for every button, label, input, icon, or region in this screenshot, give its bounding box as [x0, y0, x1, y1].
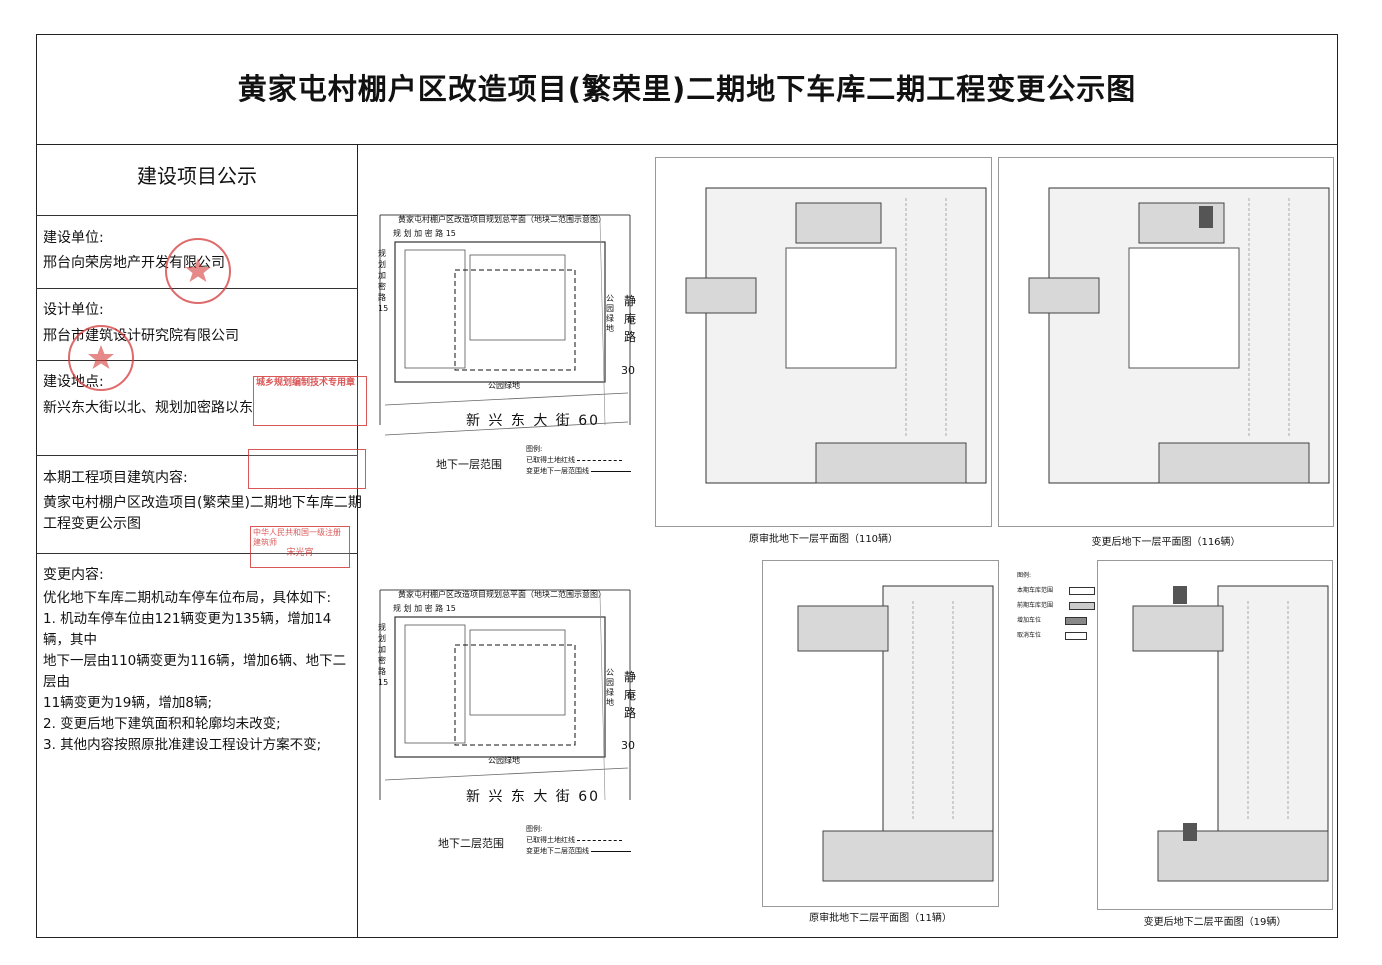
- caption-b1-changed: 变更后地下一层平面图（116辆）: [1091, 537, 1241, 548]
- site-plan-drawing: [379, 214, 631, 436]
- floorplan-b2-changed: [1097, 560, 1333, 910]
- divider: [36, 215, 358, 216]
- scope-label: 地下二层范围: [438, 837, 504, 850]
- floorplan-b1-changed: [998, 157, 1334, 527]
- stamp-name: 宋光宵: [286, 548, 314, 558]
- content-label: 本期工程项目建筑内容:: [43, 470, 188, 486]
- divider: [36, 360, 358, 361]
- legend-item: 已取得土地红线: [526, 455, 631, 466]
- caption-b2-original: 原审批地下二层平面图（11辆）: [809, 913, 952, 924]
- site-plan-bottom: [360, 585, 642, 810]
- legend-title: 图例:: [1017, 572, 1032, 579]
- designer-seal: [68, 325, 134, 391]
- site-legend: 图例: 已取得土地红线 变更地下一层范围线: [526, 444, 632, 477]
- company-seal: [165, 238, 231, 304]
- architect-stamp: 中华人民共和国一级注册建筑师 宋光宵: [250, 526, 350, 568]
- legend-item: 变更地下二层范围线: [526, 846, 632, 857]
- legend-item: 取消车位: [1017, 628, 1095, 643]
- divider: [36, 455, 358, 456]
- caption-b2-changed: 变更后地下二层平面图（19辆）: [1143, 917, 1287, 928]
- content-value-line2: 工程变更公示图: [43, 516, 141, 532]
- park-label: 公园绿地: [488, 381, 520, 390]
- site-plan-drawing: [379, 589, 631, 801]
- legend-item: 增加车位: [1017, 613, 1095, 628]
- floorplan-drawing: [1132, 585, 1329, 882]
- registration-stamp: [248, 449, 366, 489]
- legend-item: 本期车库范围: [1017, 583, 1095, 598]
- legend-item: 变更地下一层范围线: [526, 466, 632, 477]
- caption-b1-original: 原审批地下一层平面图（110辆）: [748, 534, 899, 545]
- floorplan-b2-original: [762, 560, 999, 907]
- road-west-label: 规划加密路15: [378, 249, 389, 313]
- site-legend: 图例: 已取得土地红线 变更地下二层范围线: [526, 824, 632, 857]
- change-line: 优化地下车库二期机动车停车位布局，具体如下:: [43, 590, 332, 606]
- park-label: 公园绿地: [488, 756, 520, 765]
- east-park-label: 公园绿地: [606, 294, 614, 333]
- road-west-label: 规划加密路15: [378, 623, 389, 687]
- road-north-label: 规 划 加 密 路 15: [393, 229, 456, 238]
- road-south-label: 新 兴 东 大 街 60: [466, 413, 601, 429]
- seal-star-icon: [88, 345, 114, 369]
- road-east-label: 静庵路: [624, 294, 637, 344]
- floorplan-drawing: [1028, 187, 1330, 484]
- change-line: 1. 机动车停车位由121辆变更为135辆，增加14辆，其中: [43, 611, 332, 648]
- stamp-title: 城乡规划编制技术专用章: [256, 378, 356, 388]
- builder-label: 建设单位:: [43, 230, 104, 246]
- planning-stamp: 城乡规划编制技术专用章: [253, 376, 367, 426]
- change-label: 变更内容:: [43, 567, 104, 583]
- site-plan-title: 黄家屯村棚户区改造项目规划总平面（地块二范围示意图）: [398, 215, 606, 224]
- legend-item: 已取得土地红线: [526, 835, 631, 846]
- site-plan-top: [360, 210, 642, 480]
- designer-label: 设计单位:: [43, 302, 104, 318]
- change-line: 3. 其他内容按照原批准建设工程设计方案不变;: [43, 737, 322, 753]
- floorplan-b1-original: [655, 157, 992, 527]
- legend-item: 前期车库范围: [1017, 598, 1095, 613]
- content-value-line1: 黄家屯村棚户区改造项目(繁荣里)二期地下车库二期: [43, 495, 362, 511]
- left-info-panel: [36, 145, 358, 938]
- legend-title: 图例:: [526, 445, 543, 453]
- title-row: [36, 34, 1338, 145]
- floorplan-drawing: [685, 187, 987, 484]
- east-park-label: 公园绿地: [606, 668, 614, 707]
- page-frame: [36, 34, 1338, 938]
- location-value: 新兴东大街以北、规划加密路以东: [43, 400, 253, 416]
- stamp-title: 中华人民共和国一级注册建筑师: [253, 528, 341, 547]
- panel-header: 建设项目公示: [137, 164, 257, 188]
- floorplan-drawing: [797, 585, 994, 882]
- scope-label: 地下一层范围: [436, 458, 502, 471]
- road-north-label: 规 划 加 密 路 15: [393, 604, 456, 613]
- page-title: 黄家屯村棚户区改造项目(繁荣里)二期地下车库二期工程变更公示图: [237, 72, 1137, 106]
- change-line: 2. 变更后地下建筑面积和轮廓均未改变;: [43, 716, 281, 732]
- legend-title: 图例:: [526, 825, 543, 833]
- change-list: 优化地下车库二期机动车停车位布局，具体如下: 1. 机动车停车位由121辆变更为…: [43, 588, 355, 756]
- road-east-label: 静庵路: [624, 670, 637, 720]
- change-line: 11辆变更为19辆，增加8辆;: [43, 695, 212, 711]
- change-line: 地下一层由110辆变更为116辆，增加6辆、地下二层由: [43, 653, 347, 690]
- seal-star-icon: [185, 258, 211, 282]
- road-south-label: 新 兴 东 大 街 60: [466, 789, 601, 805]
- road-east-width: 30: [621, 739, 635, 752]
- site-plan-title: 黄家屯村棚户区改造项目规划总平面（地块二范围示意图）: [398, 590, 606, 599]
- road-east-width: 30: [621, 364, 635, 377]
- divider: [36, 553, 358, 554]
- floor-legend: 图例: 本期车库范围 前期车库范围 增加车位 取消车位: [1017, 568, 1095, 643]
